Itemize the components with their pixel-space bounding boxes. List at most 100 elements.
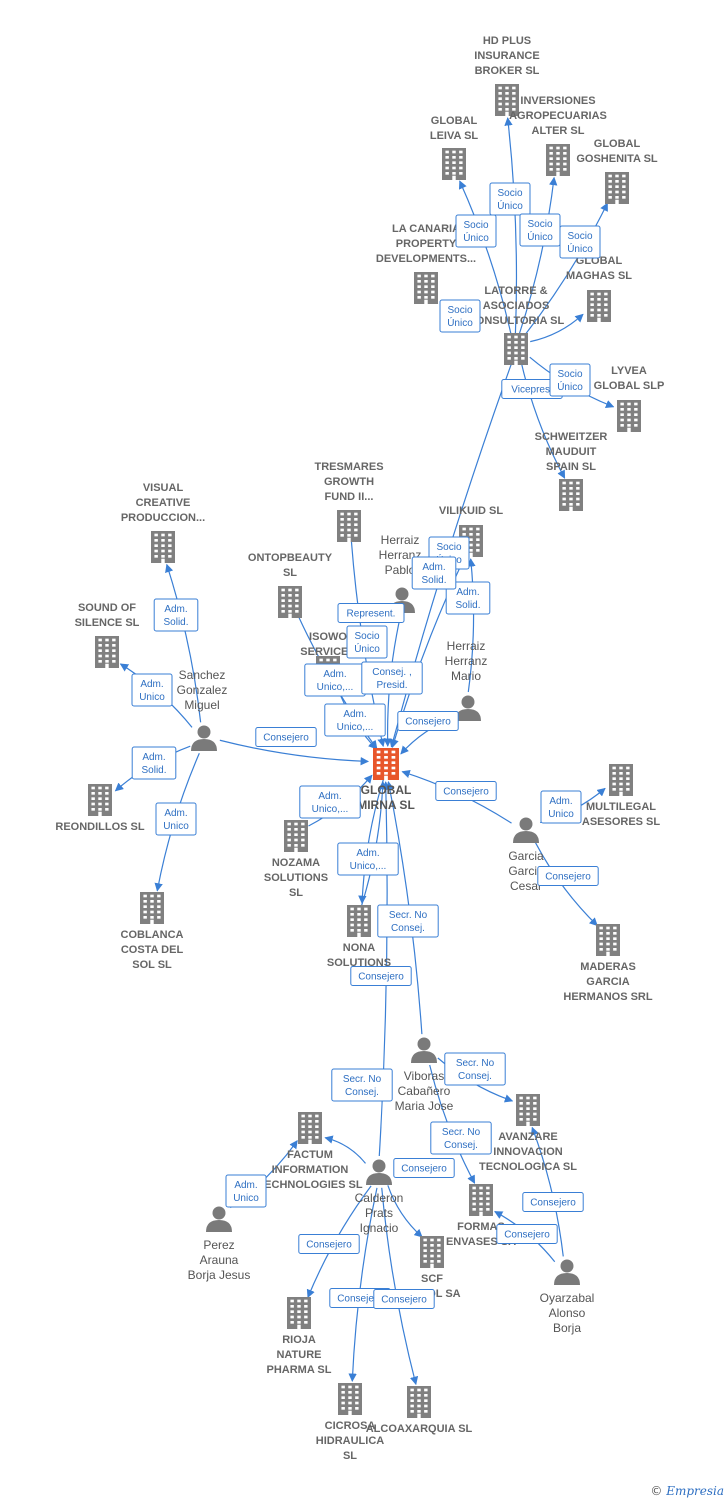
relation-text: Adm. bbox=[422, 562, 445, 573]
node-visual[interactable]: VISUALCREATIVEPRODUCCION... bbox=[121, 482, 205, 563]
relation-label[interactable]: Adm.Unico bbox=[540, 790, 582, 824]
relation-text: Socio bbox=[447, 305, 472, 316]
relation-label[interactable]: Consejero bbox=[522, 1192, 584, 1212]
relation-label[interactable]: Adm.Unico bbox=[225, 1174, 267, 1208]
building-icon bbox=[617, 400, 641, 432]
relation-label[interactable]: Adm.Solid. bbox=[153, 598, 199, 632]
relation-label[interactable]: Adm.Solid. bbox=[445, 581, 491, 615]
relation-text: Consejero bbox=[306, 1240, 352, 1251]
relation-label[interactable]: Represent. bbox=[337, 603, 405, 623]
building-icon bbox=[559, 479, 583, 511]
relation-label[interactable]: Consejero bbox=[397, 711, 459, 731]
relation-text: Único bbox=[447, 316, 473, 329]
relation-label[interactable]: Adm. Unico bbox=[131, 673, 173, 707]
node-label: Herraiz bbox=[447, 639, 486, 653]
node-label: HIDRAULICA bbox=[316, 1435, 384, 1447]
relation-label[interactable]: Adm.Unico,... bbox=[337, 842, 399, 876]
node-label: MAUDUIT bbox=[546, 446, 597, 458]
relation-label[interactable]: Consejero bbox=[435, 781, 497, 801]
relation-label[interactable]: Adm.Unico,... bbox=[324, 703, 386, 737]
relation-label[interactable]: Consejero bbox=[496, 1224, 558, 1244]
relation-label[interactable]: Consejero bbox=[255, 727, 317, 747]
edge-calderon-factum bbox=[324, 1135, 366, 1164]
person-icon bbox=[513, 817, 539, 843]
node-label: LA CANARIA bbox=[392, 223, 460, 235]
relation-label[interactable]: Adm.Solid. bbox=[131, 746, 177, 780]
relation-label[interactable]: Consejero bbox=[537, 866, 599, 886]
relation-label[interactable]: Consejero bbox=[298, 1234, 360, 1254]
relation-text: Secr. No bbox=[343, 1074, 382, 1085]
node-label: VILIKUID SL bbox=[439, 505, 503, 517]
node-alcoaxarquia[interactable]: ALCOAXARQUIA SL bbox=[366, 1386, 473, 1435]
relation-label[interactable]: Consejero bbox=[350, 966, 412, 986]
relation-text: Unico bbox=[139, 692, 165, 703]
relation-label[interactable]: Adm.Unico bbox=[155, 802, 197, 836]
node-lacanaria[interactable]: LA CANARIAPROPERTYDEVELOPMENTS... bbox=[376, 223, 476, 304]
relation-text: Adm. bbox=[140, 679, 163, 690]
node-label: CICROSA bbox=[325, 1420, 376, 1432]
node-label: ASESORES SL bbox=[582, 816, 661, 828]
node-label: SCF bbox=[421, 1273, 443, 1285]
node-label: GLOBAL SLP bbox=[594, 380, 665, 392]
node-label: SPAIN SL bbox=[546, 461, 596, 473]
footer-brand[interactable]: © Empresia bbox=[650, 1484, 724, 1498]
relation-label[interactable]: Consejero bbox=[393, 1158, 455, 1178]
relation-text: Adm. bbox=[323, 669, 346, 680]
building-icon bbox=[414, 272, 438, 304]
relation-label[interactable]: Consej. ,Presid. bbox=[361, 661, 423, 695]
relation-label[interactable]: Consejero bbox=[373, 1289, 435, 1309]
relation-text: Socio bbox=[567, 231, 592, 242]
relation-text: Represent. bbox=[347, 609, 396, 620]
node-vilikuid[interactable]: VILIKUID SL bbox=[439, 505, 503, 557]
node-label: Pablo bbox=[385, 563, 416, 577]
edge-calderon-cicrosa bbox=[348, 1187, 378, 1382]
node-reondillos[interactable]: REONDILLOS SL bbox=[55, 784, 145, 833]
relation-label[interactable]: Adm.Unico,... bbox=[304, 663, 366, 697]
relation-label[interactable]: Adm.Unico,... bbox=[299, 785, 361, 819]
node-label: FUND II... bbox=[325, 491, 374, 503]
node-label: VISUAL bbox=[143, 482, 184, 494]
relation-label[interactable]: Adm.Solid. bbox=[411, 556, 457, 590]
relation-text: Solid. bbox=[163, 617, 188, 628]
